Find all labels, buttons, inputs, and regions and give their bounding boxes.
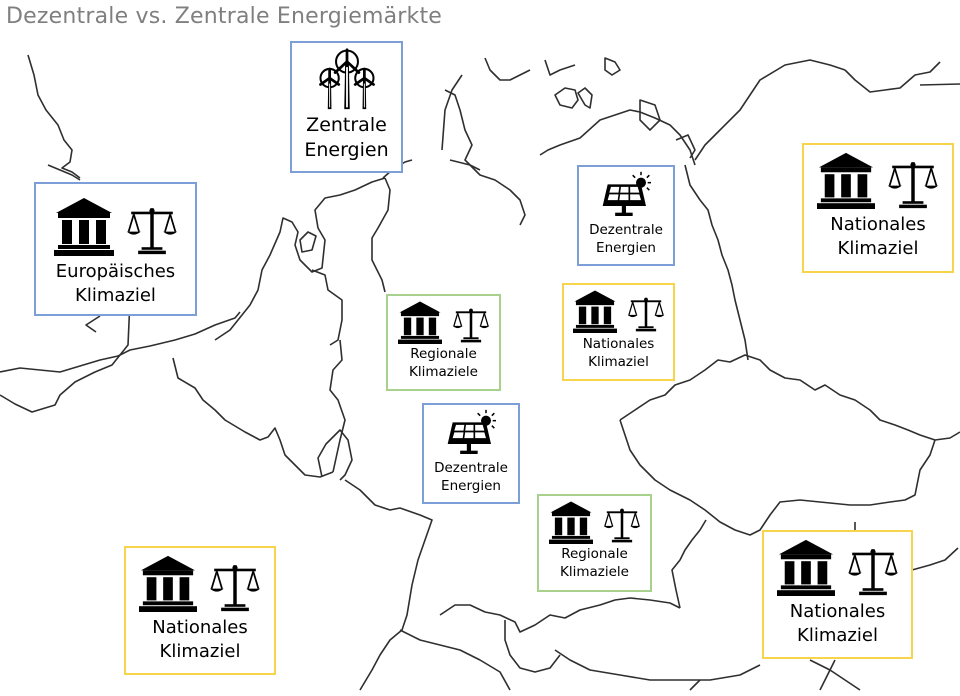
box-label-line2: Energien xyxy=(441,477,501,494)
page-title: Dezentrale vs. Zentrale Energiemärkte xyxy=(6,4,443,29)
box-label-line2: Klimaziel xyxy=(588,353,649,370)
box-label-line2: Klimaziel xyxy=(159,640,241,662)
government-building-icon xyxy=(573,289,617,333)
scales-icon xyxy=(603,504,641,544)
box-label-line1: Regionale xyxy=(561,546,628,562)
box-label-line2: Energien xyxy=(304,139,389,162)
dezentrale-energien-south-box: Dezentrale Energien xyxy=(422,403,520,504)
scales-icon xyxy=(847,544,899,596)
box-label-line1: Nationales xyxy=(582,336,655,352)
dezentrale-energien-north-box: Dezentrale Energien xyxy=(577,165,675,266)
nationales-klimaziel-france-box: Nationales Klimaziel xyxy=(124,546,276,675)
europaeisches-klimaziel-box: Europäisches Klimaziel xyxy=(34,182,197,316)
regionale-klimaziele-south-box: Regionale Klimaziele xyxy=(537,494,652,592)
box-label-line2: Klimaziele xyxy=(409,363,478,380)
government-building-icon xyxy=(549,500,593,544)
box-label-line1: Dezentrale xyxy=(589,222,663,238)
scales-icon xyxy=(887,157,939,209)
box-label-line1: Europäisches xyxy=(55,261,176,282)
box-label-line2: Klimaziele xyxy=(560,563,629,580)
box-label-line1: Nationales xyxy=(152,617,248,638)
scales-icon xyxy=(627,293,665,333)
nationales-klimaziel-east-box: Nationales Klimaziel xyxy=(802,143,954,273)
zentrale-energien-box: Zentrale Energien xyxy=(290,41,403,173)
nationales-klimaziel-germany-box: Nationales Klimaziel xyxy=(562,283,675,381)
scales-icon xyxy=(209,560,261,612)
solar-panel-icon xyxy=(601,171,651,221)
box-label-line2: Klimaziel xyxy=(75,284,156,306)
box-label-line1: Regionale xyxy=(410,346,477,362)
box-label-line2: Klimaziel xyxy=(837,237,919,259)
government-building-icon xyxy=(777,538,835,596)
box-label-line1: Nationales xyxy=(830,214,926,235)
government-building-icon xyxy=(54,196,114,256)
box-label-line1: Zentrale xyxy=(306,114,387,136)
scales-icon xyxy=(452,304,490,344)
government-building-icon xyxy=(139,554,197,612)
government-building-icon xyxy=(817,151,875,209)
box-label-line1: Nationales xyxy=(789,601,886,622)
box-label-line2: Klimaziel xyxy=(797,624,878,646)
box-label-line1: Dezentrale xyxy=(434,460,508,476)
scales-icon xyxy=(126,202,178,256)
nationales-klimaziel-southeast-box: Nationales Klimaziel xyxy=(762,530,913,659)
solar-panel-icon xyxy=(446,409,496,459)
wind-turbine-icon xyxy=(315,47,379,111)
regionale-klimaziele-west-box: Regionale Klimaziele xyxy=(386,294,501,391)
box-label-line2: Energien xyxy=(596,239,656,256)
government-building-icon xyxy=(398,300,442,344)
